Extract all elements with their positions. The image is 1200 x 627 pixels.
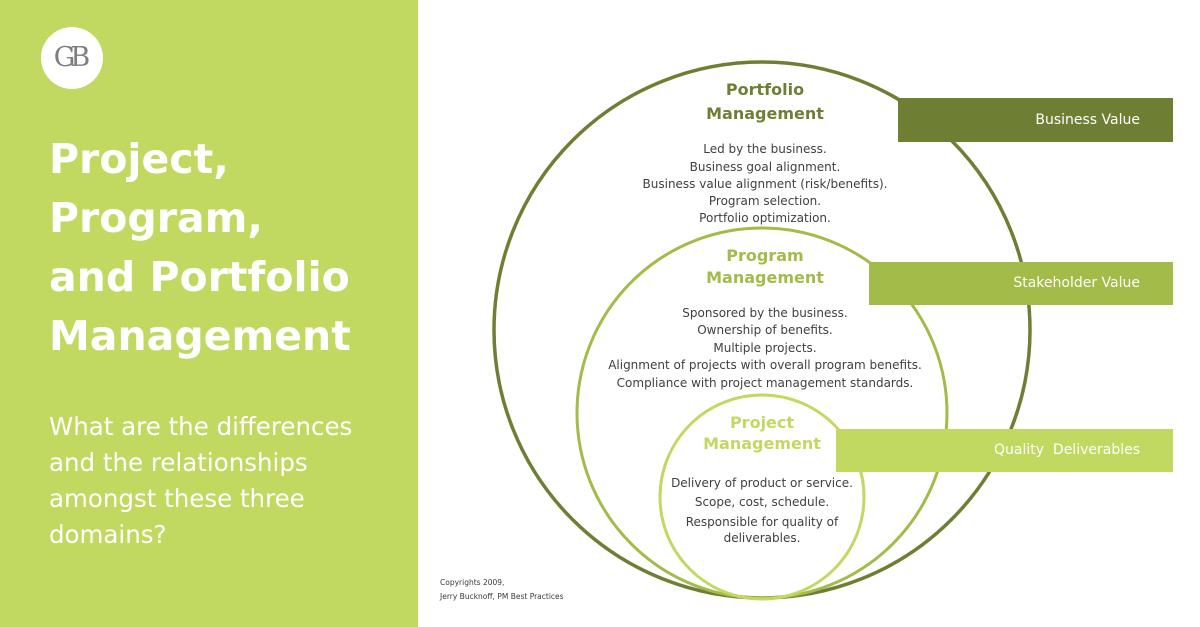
program-title-line: Management <box>706 268 824 287</box>
main-title: Project, Program, and Portfolio Manageme… <box>49 130 351 366</box>
program-item: Sponsored by the business. <box>682 306 847 320</box>
subtitle-line: domains? <box>49 520 167 549</box>
logo-text: GB <box>53 42 90 73</box>
portfolio-items: Led by the business. Business goal align… <box>643 142 888 225</box>
main-title-line: Project, <box>49 135 229 183</box>
program-item: Multiple projects. <box>713 341 816 355</box>
main-title-line: and Portfolio <box>49 253 350 301</box>
project-item: deliverables. <box>724 531 801 545</box>
program-item: Ownership of benefits. <box>697 323 833 337</box>
project-title: Project Management <box>703 413 821 453</box>
portfolio-title: Portfolio Management <box>706 80 824 123</box>
left-panel: GB Project, Program, and Portfolio Manag… <box>0 0 418 627</box>
main-title-line: Program, <box>49 194 263 242</box>
program-item: Compliance with project management stand… <box>617 376 914 390</box>
business-value-bar: Business Value <box>898 98 1173 142</box>
portfolio-item: Program selection. <box>709 194 821 208</box>
program-title-line: Program <box>726 246 803 265</box>
copyright-notice: Copyrights 2009, Jerry Bucknoff, PM Best… <box>440 576 564 604</box>
stakeholder-value-bar: Stakeholder Value <box>869 262 1173 305</box>
program-items: Sponsored by the business. Ownership of … <box>608 306 922 390</box>
project-item: Delivery of product or service. <box>671 476 853 490</box>
project-circle <box>658 393 866 601</box>
program-title: Program Management <box>706 246 824 287</box>
project-items: Delivery of product or service. Scope, c… <box>671 476 853 545</box>
subtitle-line: amongst these three <box>49 484 305 513</box>
subtitle-question: What are the differences and the relatio… <box>49 409 409 553</box>
portfolio-item: Business goal alignment. <box>690 160 841 174</box>
project-title-line: Management <box>703 434 821 453</box>
project-item: Scope, cost, schedule. <box>695 495 829 509</box>
copyright-line: Jerry Bucknoff, PM Best Practices <box>440 592 564 601</box>
gb-logo: GB <box>41 27 103 89</box>
portfolio-item: Portfolio optimization. <box>699 211 831 225</box>
project-item: Responsible for quality of <box>686 515 839 529</box>
project-title-line: Project <box>730 413 794 432</box>
copyright-line: Copyrights 2009, <box>440 578 505 587</box>
portfolio-item: Led by the business. <box>703 142 826 156</box>
subtitle-line: What are the differences <box>49 412 353 441</box>
portfolio-title-line: Management <box>706 104 824 123</box>
main-title-line: Management <box>49 312 351 360</box>
portfolio-item: Business value alignment (risk/benefits)… <box>643 177 888 191</box>
portfolio-title-line: Portfolio <box>726 80 804 99</box>
subtitle-line: and the relationships <box>49 448 308 477</box>
quality-deliverables-bar: Quality Deliverables <box>836 429 1173 472</box>
program-item: Alignment of projects with overall progr… <box>608 358 922 372</box>
